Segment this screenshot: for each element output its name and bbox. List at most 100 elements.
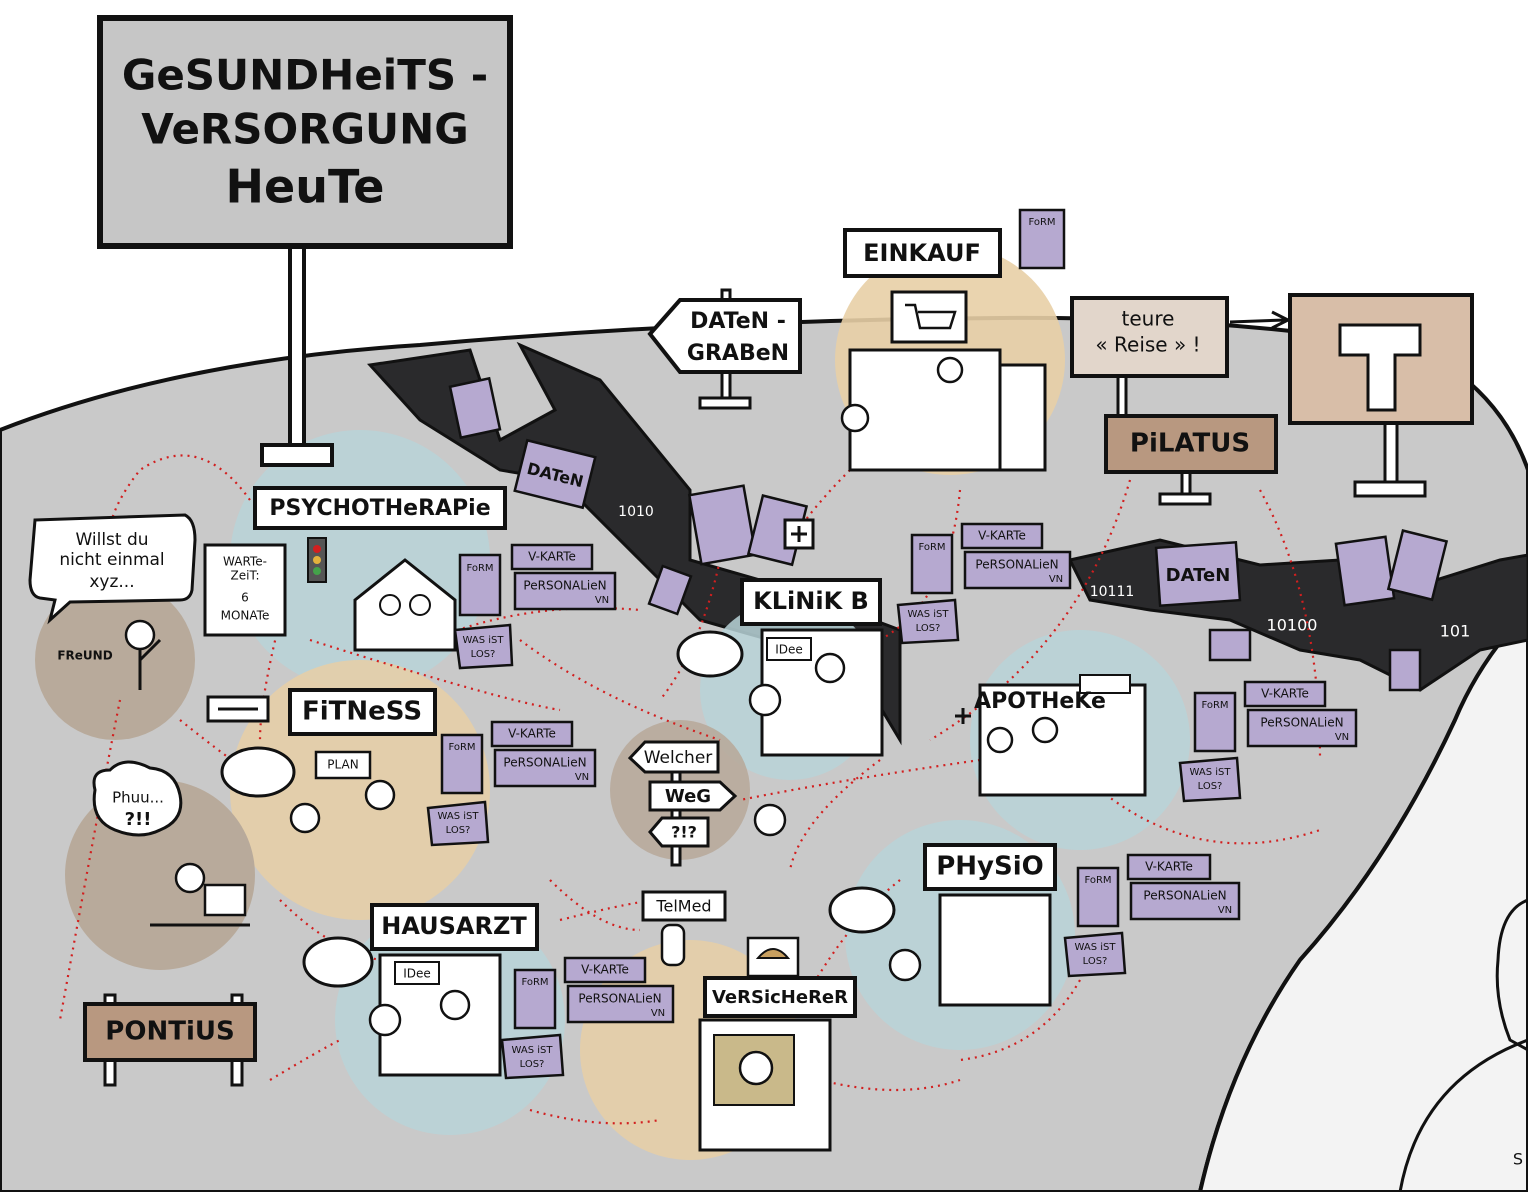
daten-folder-1: [513, 438, 597, 510]
vkarte-label-1: V-KARTe: [528, 550, 576, 564]
personalien-label-6: PeRSONALieN: [578, 992, 661, 1006]
vn-label-3: VN: [575, 772, 589, 783]
vkarte-label-2: V-KARTe: [978, 529, 1026, 543]
question-line2-6: LOS?: [520, 1059, 545, 1070]
paperwork-psychotherapie: [453, 543, 617, 670]
fitness-station: FiTNeSS PLAN: [206, 688, 437, 834]
friend-speech-bubble: [28, 513, 197, 625]
klinik-station: KLiNiK B IDee: [676, 518, 884, 757]
teure-reise-sign: teure « Reise » !: [1070, 296, 1292, 427]
title-line1: GeSUNDHeiTS -: [122, 51, 488, 100]
daten-graben-sign: DATeN - GRABeN: [647, 288, 802, 410]
form-label-3: FoRM: [448, 742, 475, 753]
hausarzt-label: HAUSARZT: [381, 912, 527, 940]
klinik-label: KLiNiK B: [753, 587, 869, 615]
hand-outline: [1495, 898, 1528, 1052]
thought-bubble: [92, 760, 183, 837]
daten-folder-2: [1154, 540, 1242, 608]
einkauf-form-icon: [1018, 208, 1066, 270]
thinking-person-scene: Phuu... ?!!: [92, 760, 250, 927]
telmed-sign: TelMed: [641, 890, 727, 967]
cart-icon: [905, 303, 957, 330]
apotheke-station: APOTHeKe: [955, 674, 1147, 797]
vn-label-1: VN: [595, 595, 609, 606]
customer-head: [840, 403, 870, 433]
warte-line2: ZeiT:: [231, 569, 260, 583]
thought-line2: ?!!: [125, 809, 152, 830]
friend-speech-line2: nicht einmal: [59, 550, 164, 570]
paperwork-einkauf: [896, 522, 1072, 645]
binary-3: 10100: [1267, 616, 1318, 635]
klinik-speech-bubble: [676, 630, 744, 678]
friend-speech-line1: Willst du: [75, 530, 148, 550]
question-line2-1: LOS?: [471, 649, 496, 660]
question-line1-2: WAS iST: [908, 609, 950, 620]
apotheke-cross-icon: [955, 708, 971, 724]
einkauf-station: EINKAUF FoRM: [840, 208, 1066, 472]
klinik-idee: IDee: [775, 643, 803, 657]
question-line1-1: WAS iST: [463, 635, 505, 646]
form-label-2: FoRM: [918, 542, 945, 553]
arm-outline: [1398, 1038, 1528, 1192]
daten-folder-2-label: DATeN: [1166, 565, 1231, 586]
welcher-label: Welcher: [644, 748, 713, 768]
form-label-5: FoRM: [1084, 875, 1111, 886]
personalien-label-2: PeRSONALieN: [975, 558, 1058, 572]
daten-graben-line2: GRABeN: [687, 341, 789, 366]
friend-scene: Willst du nicht einmal xyz... FReUND: [28, 513, 197, 690]
question-line1-6: WAS iST: [512, 1045, 554, 1056]
circle-friend: [35, 580, 195, 740]
versicherer-station: VeRSicHeReR: [698, 936, 857, 1152]
fitness-label: FiTNeSS: [302, 697, 422, 727]
form-label-4: FoRM: [1201, 700, 1228, 711]
vkarte-label-6: V-KARTe: [581, 963, 629, 977]
question-line2-5: LOS?: [1083, 956, 1108, 967]
telmed-label: TelMed: [655, 897, 711, 916]
shopkeeper-head: [936, 356, 964, 384]
waiting-time-board: [203, 543, 287, 637]
hausarzt-speech-bubble: [302, 936, 374, 988]
friend-head: [124, 619, 156, 651]
pilatus-sign: PiLATUS: [1104, 414, 1278, 506]
einkauf-form-label: FoRM: [1028, 217, 1055, 228]
title-line2: VeRSORGUNG: [141, 105, 469, 154]
laptop-icon: [203, 883, 247, 917]
therapy-house: [353, 558, 457, 652]
teure-line2: « Reise » !: [1095, 333, 1200, 357]
shop-tower: [998, 363, 1047, 472]
versicherer-label: VeRSicHeReR: [712, 987, 848, 1008]
fitness-speech-bubble: [220, 746, 296, 798]
binary-2: 10111: [1090, 584, 1135, 600]
psychotherapie-station: PSYCHOTHeRAPie WARTe- ZeiT: 6 MONATe: [203, 486, 507, 652]
vn-label-6: VN: [651, 1008, 665, 1019]
t-symbol-icon: [1338, 323, 1422, 412]
question-line2-4: LOS?: [1198, 781, 1223, 792]
personalien-label-4: PeRSONALieN: [1260, 716, 1343, 730]
thought-line1: Phuu...: [112, 789, 164, 807]
welcher-weg-sign: Welcher WeG ?!?: [627, 740, 787, 867]
paperwork-apotheke: [1178, 680, 1358, 803]
shop-building: [848, 348, 1002, 472]
teure-line1: teure: [1122, 307, 1175, 331]
friend-speech-line3: xyz...: [89, 572, 134, 592]
destination-sign: [1288, 293, 1474, 498]
flying-papers: [448, 376, 1449, 692]
pilatus-label: PiLATUS: [1130, 429, 1250, 459]
friend-label: FReUND: [57, 649, 112, 663]
weg-label: WeG: [665, 786, 711, 807]
personalien-label-5: PeRSONALieN: [1143, 889, 1226, 903]
binary-4: 101: [1440, 622, 1471, 641]
thinker-head: [174, 862, 206, 894]
question-line1-4: WAS iST: [1190, 767, 1232, 778]
daten-graben-line1: DATeN -: [690, 309, 786, 334]
cliff-face: [1197, 607, 1528, 1192]
plan-label: PLAN: [327, 758, 358, 772]
credit-mark: S: [1513, 1150, 1523, 1169]
warte-line3: 6: [241, 591, 249, 605]
einkauf-label: EINKAUF: [863, 239, 981, 267]
cart-sign-icon: [890, 290, 968, 344]
hausarzt-idee: IDee: [403, 967, 431, 981]
form-label-6: FoRM: [521, 977, 548, 988]
title-sign: GeSUNDHeiTS - VeRSORGUNG HeuTe: [97, 15, 513, 467]
